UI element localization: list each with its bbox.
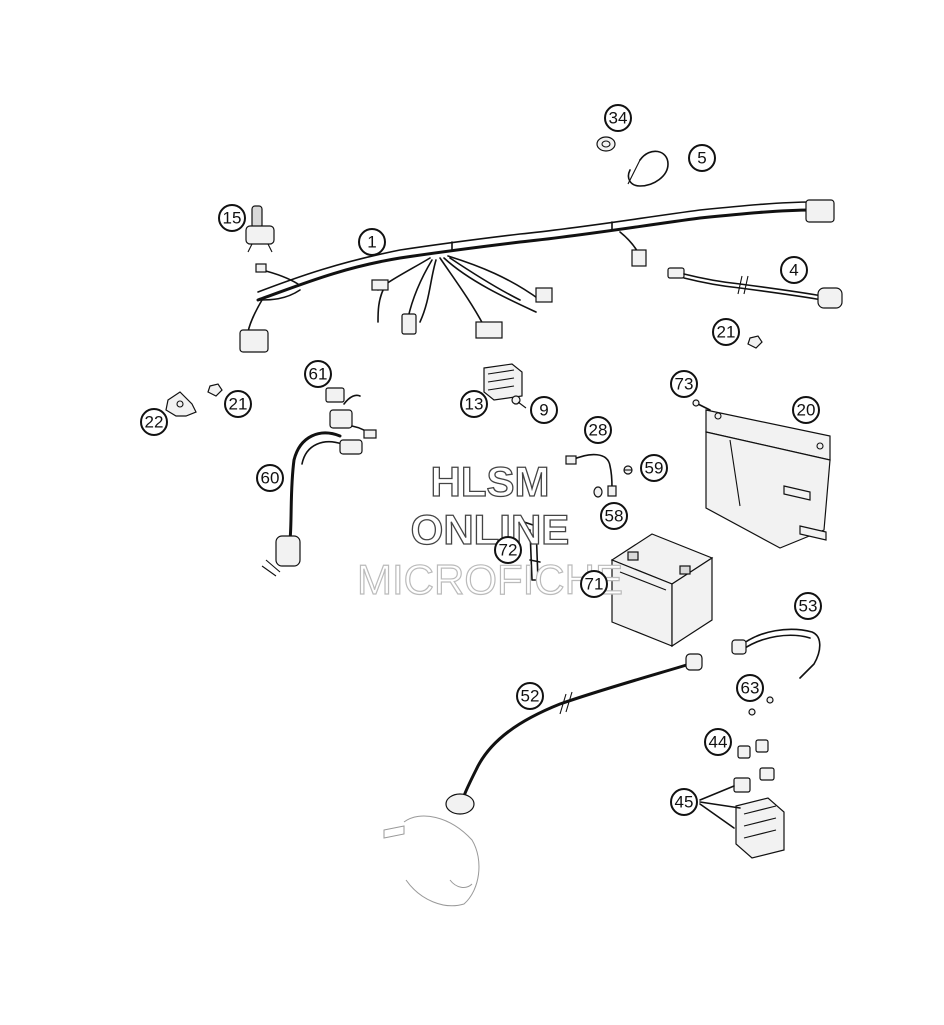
callout-73: 73	[670, 370, 698, 398]
callout-58: 58	[600, 502, 628, 530]
svg-text:52: 52	[521, 687, 540, 706]
svg-text:44: 44	[709, 733, 728, 752]
callout-9: 9	[530, 396, 558, 424]
svg-text:63: 63	[741, 679, 760, 698]
watermark-line-1: HLSM	[431, 458, 550, 505]
svg-text:20: 20	[797, 401, 816, 420]
ignition-coil-60	[261, 394, 377, 577]
svg-text:13: 13	[465, 395, 484, 414]
callout-44: 44	[704, 728, 732, 756]
battery-71	[610, 533, 714, 648]
svg-text:53: 53	[799, 597, 818, 616]
relay-45	[699, 767, 785, 859]
svg-text:4: 4	[789, 261, 798, 280]
svg-text:61: 61	[309, 365, 328, 384]
svg-text:28: 28	[589, 421, 608, 440]
callout-21-left: 21	[224, 390, 252, 418]
callout-21-right: 21	[712, 318, 740, 346]
callout-52: 52	[516, 682, 544, 710]
svg-text:1: 1	[367, 233, 376, 252]
svg-text:5: 5	[697, 149, 706, 168]
svg-text:34: 34	[609, 109, 628, 128]
watermark-line-2: ONLINE	[411, 506, 570, 553]
cap-44	[737, 739, 769, 759]
svg-text:72: 72	[499, 541, 518, 560]
callout-45: 45	[670, 788, 698, 816]
battery-cable-53	[731, 628, 821, 679]
svg-text:21: 21	[717, 323, 736, 342]
cable-tie-5	[627, 150, 669, 187]
key-switch	[245, 205, 275, 253]
callout-63: 63	[736, 674, 764, 702]
starter-cable-52	[445, 653, 703, 815]
bracket-22	[165, 391, 197, 417]
callout-59: 59	[640, 454, 668, 482]
callout-34: 34	[604, 104, 632, 132]
starter-motor	[383, 815, 480, 907]
nut-21-left	[207, 383, 223, 397]
callout-13: 13	[460, 390, 488, 418]
callout-20: 20	[792, 396, 820, 424]
nut-21-right	[747, 335, 763, 349]
harness-4	[667, 267, 843, 309]
callout-61: 61	[304, 360, 332, 388]
svg-text:73: 73	[675, 375, 694, 394]
callout-71: 71	[580, 570, 608, 598]
svg-text:59: 59	[645, 459, 664, 478]
callout-53: 53	[794, 592, 822, 620]
connector-61	[325, 387, 345, 403]
wire-28	[565, 453, 617, 497]
svg-text:21: 21	[229, 395, 248, 414]
screw-63	[748, 696, 774, 716]
callout-28: 28	[584, 416, 612, 444]
screw-59	[623, 465, 633, 475]
strap-72	[523, 521, 541, 581]
battery-box-20	[705, 409, 831, 549]
callout-60: 60	[256, 464, 284, 492]
svg-text:15: 15	[223, 209, 242, 228]
bolt-73	[692, 399, 711, 411]
screw-9	[511, 395, 527, 409]
callout-15: 15	[218, 204, 246, 232]
nut-58	[593, 486, 603, 498]
clip-34	[596, 136, 616, 152]
svg-text:71: 71	[585, 575, 604, 594]
callout-22: 22	[140, 408, 168, 436]
watermark: HLSM ONLINE MICROFICHE	[356, 457, 623, 603]
callout-4: 4	[780, 256, 808, 284]
callout-1: 1	[358, 228, 386, 256]
svg-text:60: 60	[261, 469, 280, 488]
callout-5: 5	[688, 144, 716, 172]
regulator-13	[483, 363, 523, 401]
svg-text:58: 58	[605, 507, 624, 526]
watermark-line-3: MICROFICHE	[357, 556, 623, 603]
svg-text:45: 45	[675, 793, 694, 812]
callout-72: 72	[494, 536, 522, 564]
svg-text:22: 22	[145, 413, 164, 432]
svg-text:9: 9	[539, 401, 548, 420]
main-wiring-harness	[239, 199, 835, 353]
